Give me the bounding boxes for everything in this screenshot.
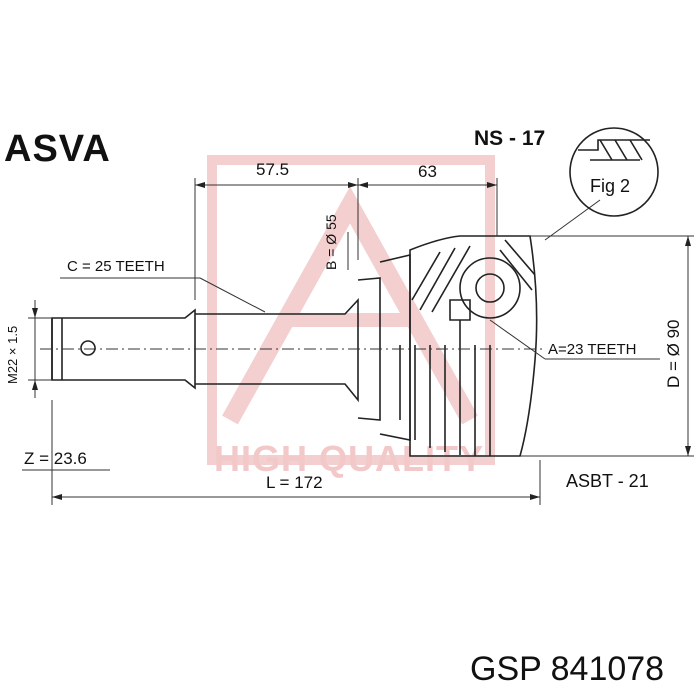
watermark-text: HIGH QUALITY	[214, 438, 484, 479]
dim-thread: M22 × 1.5	[5, 325, 20, 384]
figure-label: Fig 2	[590, 176, 631, 196]
brand-logo: ASVA	[4, 128, 111, 170]
dim-z-value: Z = 23.6	[24, 449, 87, 468]
fig-2-detail	[569, 127, 659, 217]
dim-d-diameter: D = Ø 90	[664, 319, 683, 388]
part-number: NS - 17	[474, 127, 546, 150]
dim-a-teeth: A=23 TEETH	[548, 341, 637, 358]
dim-c-teeth: C = 25 TEETH	[67, 258, 165, 275]
dim-length-a: 57.5	[256, 160, 290, 179]
dim-total-length: L = 172	[266, 473, 323, 492]
dim-b-diameter: B = Ø 55	[323, 214, 339, 270]
catalog-code: ASBT - 21	[566, 471, 649, 491]
footer-part-number: GSP 841078	[470, 650, 665, 688]
dim-length-b: 63	[418, 162, 437, 181]
